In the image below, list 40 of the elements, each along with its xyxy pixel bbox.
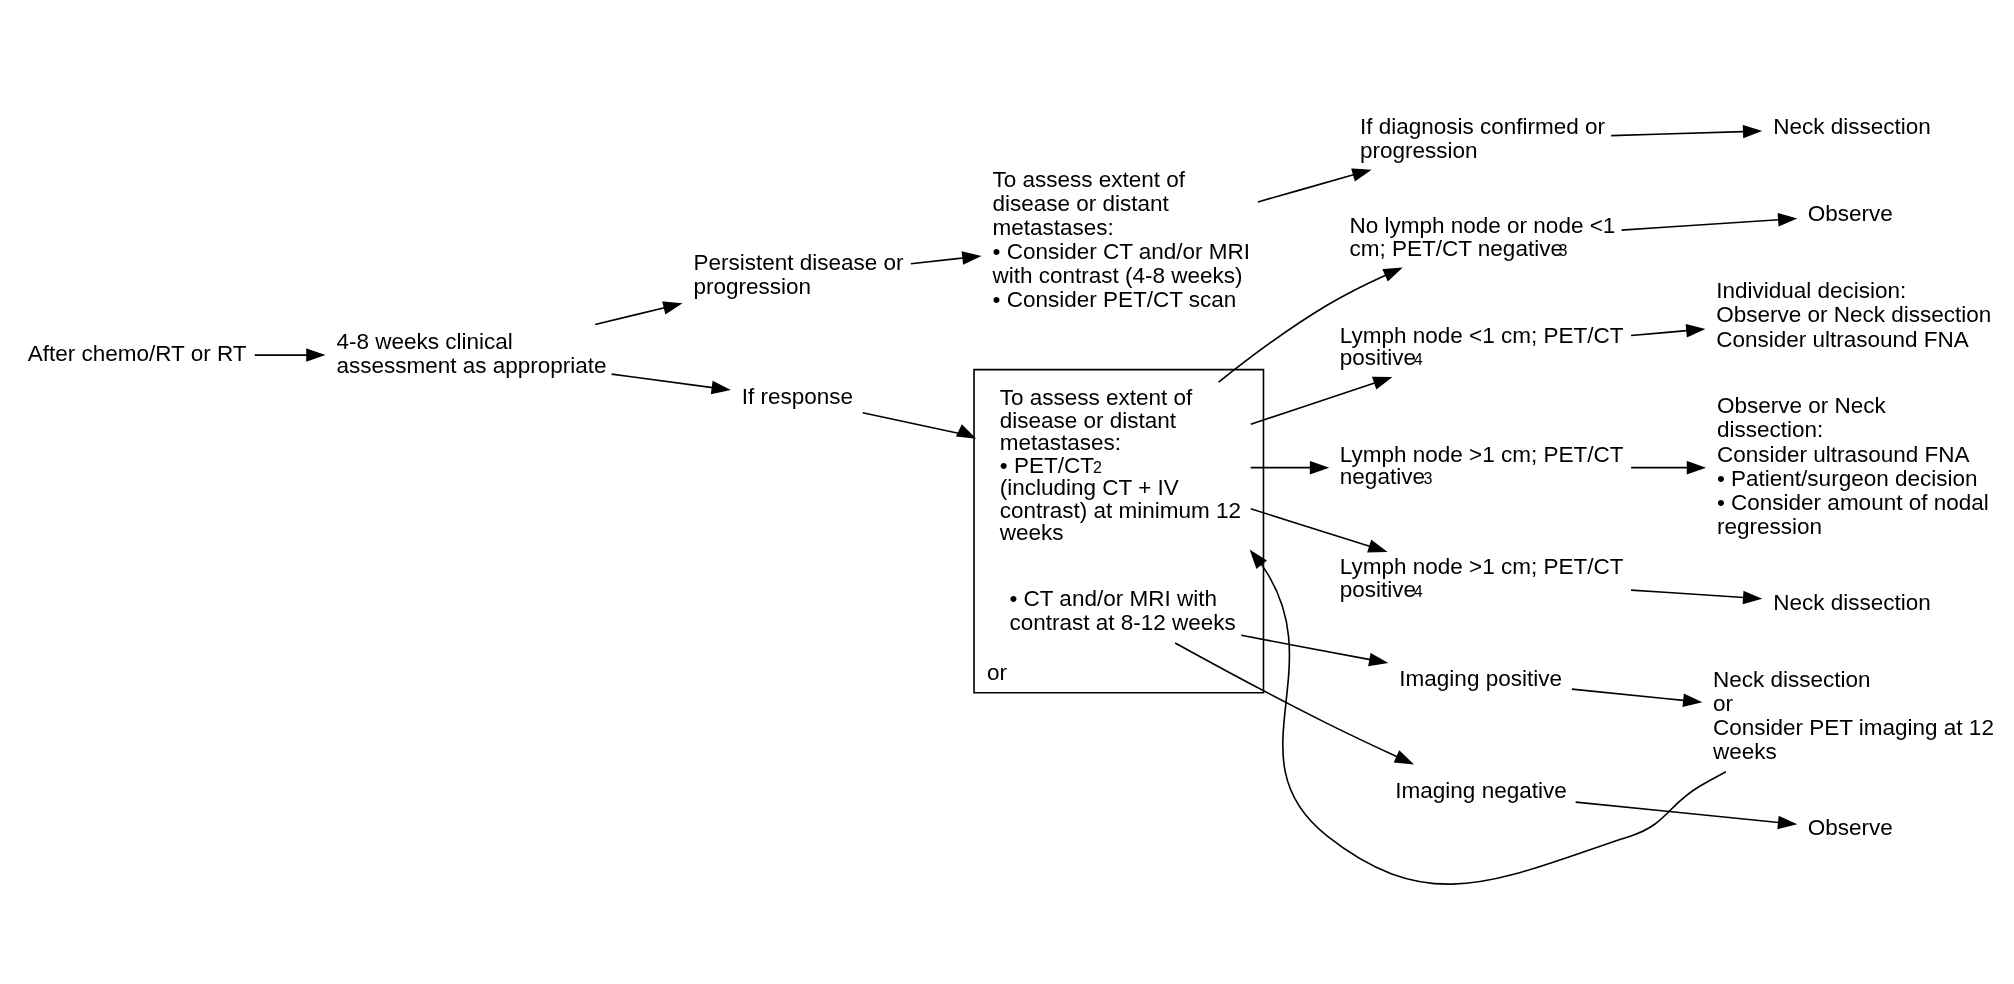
arrow [1249,549,1727,885]
arrow [1217,267,1403,383]
arrow [254,348,326,362]
node-text: If response [741,384,853,410]
arrow [1174,642,1414,765]
node-text: Observe [1807,201,1893,227]
node-text: To assess extent of disease or distant metastases: • PET/CT2 (including CT + IV contrast) at minimum 12 weeks [999,385,1242,546]
node-text: If diagnosis confirmed or progression [1359,113,1606,163]
arrow [1249,508,1388,553]
node-text: Persistent disease or progression [693,250,904,300]
node-text: Individual decision: Observe or Neck dissection Consider ultrasound FNA [1716,278,1992,352]
arrow [1610,124,1763,139]
node-text: Lymph node >1 cm; PET/CT positive4 [1339,554,1624,602]
arrow [1257,168,1372,203]
node-text: • CT and/or MRI with contrast at 8-12 weeks [1009,586,1236,636]
node-text: 4-8 weeks clinical assessment as appropriate [336,329,607,379]
node-text: Neck dissection [1773,114,1931,140]
arrow [1630,460,1707,475]
arrow [861,411,977,439]
arrow [1571,688,1703,708]
arrow [910,251,982,265]
arrow [1630,589,1763,605]
node-text: Observe [1807,815,1893,841]
node-text: To assess extent of disease or distant metastases: • Consider CT and/or MRI with contrast (4-8 weeks) • Consider PET/CT scan [992,166,1251,313]
arrow [1240,634,1389,667]
arrow [594,301,683,326]
node-text: Lymph node <1 cm; PET/CT positive4 [1339,322,1624,371]
node-text: Neck dissection or Consider PET imaging at 12 weeks [1712,666,1994,765]
node-text: Observe or Neck dissection: Consider ultrasound FNA • Patient/surgeon decision • Consider amount of nodal regression [1716,393,1989,539]
arrow [1249,460,1330,475]
node-text: After chemo/RT or RT [27,341,247,367]
node-text: Lymph node >1 cm; PET/CT negative3 [1339,441,1624,490]
node-text: Imaging negative [1395,778,1567,804]
node-text: Neck dissection [1773,590,1931,616]
arrow [1249,376,1393,425]
node-text: Imaging positive [1399,665,1562,691]
arrow [610,373,731,395]
arrow [1620,213,1798,231]
arrow [1574,801,1798,830]
arrow [1630,323,1706,338]
